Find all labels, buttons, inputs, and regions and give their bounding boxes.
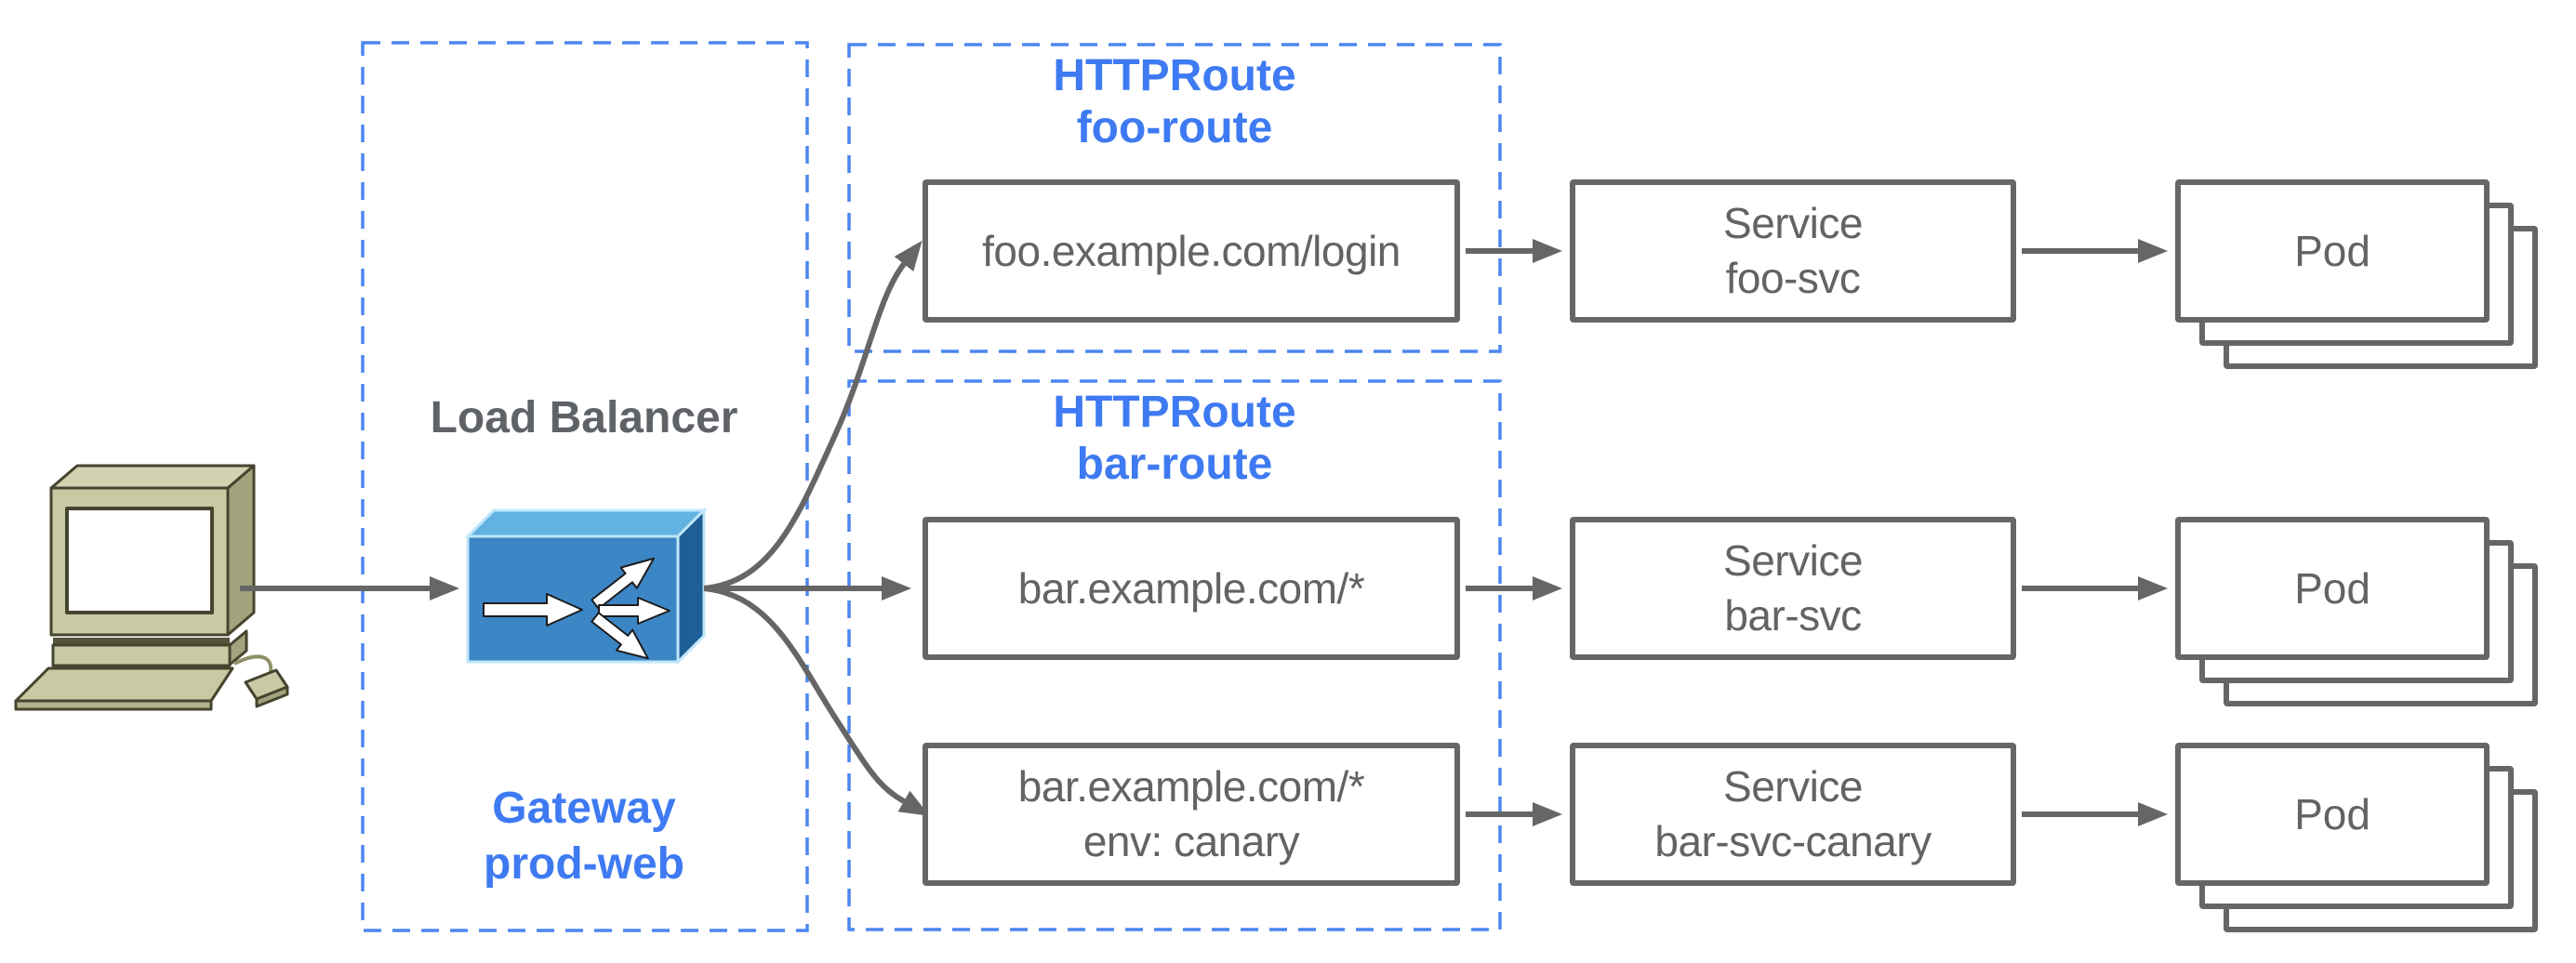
service-kind: Service (1723, 536, 1863, 586)
monitor-top (49, 464, 256, 490)
httproute-bar-heading: HTTPRoute bar-route (849, 387, 1500, 490)
pod-stack-foo: Pod (2175, 179, 2543, 375)
httproute-bar-kind: HTTPRoute (1053, 388, 1296, 437)
keyboard (14, 666, 234, 703)
route-match-foo: foo.example.com/login (982, 226, 1401, 275)
route-match-canary: bar.example.com/* (1017, 762, 1365, 811)
desktop-computer-icon (14, 464, 289, 711)
pod-box: Pod (2175, 517, 2490, 660)
lb-arrow-in (483, 593, 583, 627)
service-box-bar-svc: Service bar-svc (1570, 517, 2016, 660)
httproute-foo-heading: HTTPRoute foo-route (849, 50, 1500, 153)
pod-stack-bar: Pod (2175, 517, 2543, 712)
lb-side-face (676, 507, 706, 666)
gateway-label: Gateway prod-web (398, 781, 770, 891)
arrow-lb-to-foo-route (703, 240, 923, 591)
lb-arrow-fan-down (591, 612, 649, 660)
base (51, 643, 232, 667)
arrow-lb-to-canary-route (703, 586, 930, 816)
httproute-foo-name: foo-route (1076, 102, 1273, 152)
load-balancer-icon (464, 507, 708, 666)
pod-stack-bar-canary: Pod (2175, 743, 2543, 938)
service-kind: Service (1723, 199, 1863, 248)
route-box-bar: bar.example.com/* (923, 517, 1460, 660)
service-name: bar-svc-canary (1654, 817, 1932, 865)
monitor-side (226, 464, 256, 637)
lb-top-face (464, 508, 708, 538)
lb-arrows (483, 557, 671, 660)
gateway-kind: Gateway (492, 784, 676, 833)
keyboard-edge (14, 699, 213, 711)
service-name: foo-svc (1725, 254, 1861, 302)
lb-arrow-fan-mid (598, 597, 671, 625)
pod-box: Pod (2175, 179, 2490, 323)
httproute-foo-boundary (847, 43, 1502, 353)
mouse-edge (255, 685, 289, 708)
route-match-canary-meta: env: canary (1082, 817, 1300, 865)
monitor-gap (53, 638, 230, 645)
load-balancer-title: Load Balancer (430, 393, 738, 442)
httproute-bar-name: bar-route (1076, 439, 1273, 489)
gateway-name: prod-web (484, 838, 684, 889)
httproute-foo-kind: HTTPRoute (1053, 51, 1296, 100)
pod-label: Pod (2294, 790, 2370, 838)
pod-box: Pod (2175, 743, 2490, 886)
pod-label: Pod (2294, 227, 2370, 275)
service-box-bar-svc-canary: Service bar-svc-canary (1570, 743, 2016, 886)
screen (65, 507, 214, 614)
pod-label: Pod (2294, 564, 2370, 613)
httproute-bar-boundary (847, 379, 1502, 931)
route-box-foo: foo.example.com/login (923, 179, 1460, 323)
route-box-bar-canary: bar.example.com/* env: canary (923, 743, 1460, 886)
gateway-boundary (361, 41, 809, 932)
service-name: bar-svc (1724, 591, 1862, 640)
service-kind: Service (1723, 762, 1863, 811)
route-match-bar: bar.example.com/* (1017, 563, 1365, 613)
service-box-foo-svc: Service foo-svc (1570, 179, 2016, 323)
lb-front-face (466, 534, 680, 664)
